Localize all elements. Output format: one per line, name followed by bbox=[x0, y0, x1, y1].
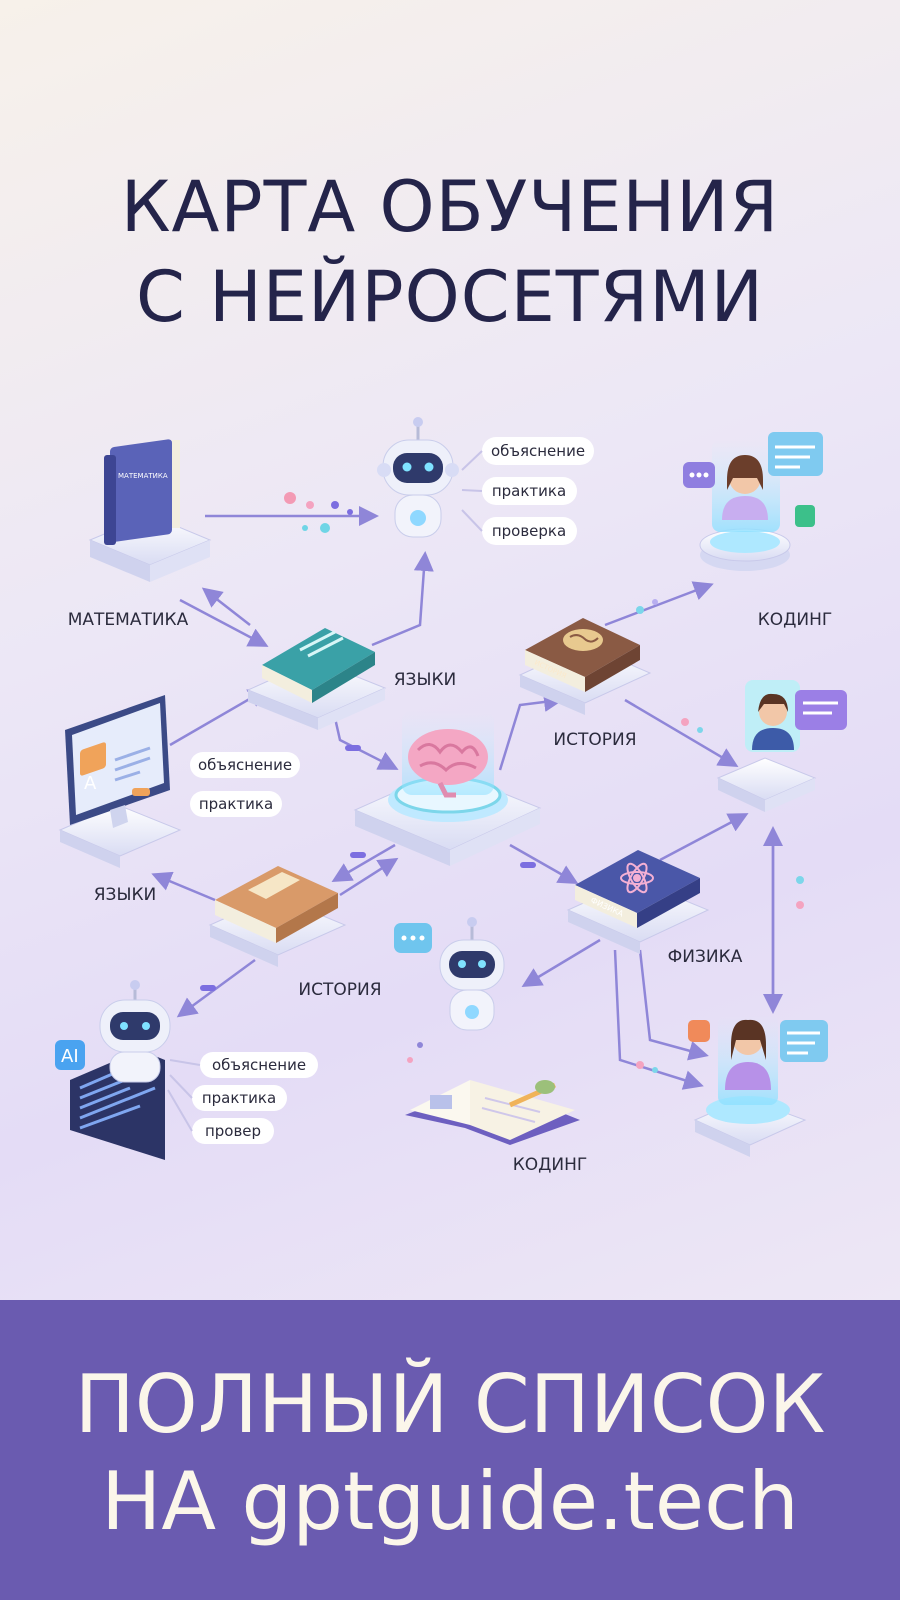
pill-explanation: объяснение bbox=[491, 442, 585, 460]
book-icon bbox=[262, 628, 375, 703]
languages-book-node bbox=[246, 628, 387, 730]
footer-line-1: ПОЛНЫЙ СПИСОК bbox=[74, 1358, 826, 1451]
letter-a: A bbox=[84, 773, 97, 794]
label-languages-book: ЯЗЫКИ bbox=[394, 670, 457, 690]
robot-icon bbox=[377, 417, 459, 538]
person-avatar-icon bbox=[725, 1019, 771, 1090]
monitor-icon: A bbox=[65, 695, 170, 828]
label-coding-bottom: КОДИНГ bbox=[513, 1155, 588, 1175]
mic-icon bbox=[795, 505, 815, 527]
robot-bottom-center bbox=[394, 917, 505, 1031]
person-avatar-icon bbox=[752, 693, 794, 750]
languages-monitor-node: A bbox=[58, 695, 182, 868]
brain-icon bbox=[408, 729, 488, 798]
chat-bubble-icon bbox=[795, 690, 847, 730]
chat-bubble-icon bbox=[394, 923, 432, 953]
ai-robot-node: AI bbox=[55, 980, 171, 1160]
pill-practice: практика bbox=[492, 482, 566, 500]
avatar-bottom-right-node bbox=[688, 1015, 828, 1157]
arrow-languages-to-brain bbox=[333, 717, 399, 770]
coding-bottom-node bbox=[405, 1080, 580, 1145]
title-line-1: КАРТА ОБУЧЕНИЯ bbox=[120, 166, 780, 248]
math-book-spine: МАТЕМАТИКА bbox=[118, 472, 168, 480]
pill-check: провер bbox=[205, 1122, 261, 1140]
title-line-2: С НЕЙРОСЕТЯМИ bbox=[136, 256, 764, 338]
arrow-history-to-avatar bbox=[624, 698, 739, 768]
pill-practice: практика bbox=[199, 795, 273, 813]
robot-icon bbox=[439, 917, 505, 1031]
ai-badge-icon bbox=[55, 1040, 85, 1070]
history-globe-node: ИСТОРИЯ bbox=[518, 618, 652, 715]
decorative-dots bbox=[200, 492, 804, 1073]
learning-map-diagram: МАТЕМАТИКА МАТЕМАТИКА объяснение практик… bbox=[55, 417, 847, 1175]
arrow-physics-to-bottom-avatar-2 bbox=[638, 949, 709, 1061]
arrow-brain-to-physics bbox=[509, 843, 579, 884]
atom-icon bbox=[620, 862, 654, 894]
ai-badge-text: AI bbox=[61, 1046, 79, 1067]
pill-check: проверка bbox=[492, 522, 566, 540]
pill-explanation: объяснение bbox=[198, 756, 292, 774]
code-icon bbox=[688, 1020, 710, 1042]
arrow-languages-to-math bbox=[201, 587, 251, 626]
footer-banner bbox=[0, 1300, 900, 1600]
avatar-right-node bbox=[716, 680, 847, 812]
globe-icon bbox=[563, 629, 603, 651]
chat-bubble-icon bbox=[780, 1020, 828, 1062]
label-history-globe: ИСТОРИЯ bbox=[553, 730, 636, 750]
physics-book-node: ФИЗИКА bbox=[566, 850, 710, 954]
brain-hub-node bbox=[353, 710, 542, 866]
robot-icon bbox=[99, 980, 171, 1083]
arrow-history-book-to-brain bbox=[339, 857, 399, 897]
robot-top-pills: объяснение практика проверка bbox=[461, 437, 594, 545]
label-history-book: ИСТОРИЯ bbox=[298, 980, 381, 1000]
arrow-history-book-to-monitor bbox=[151, 871, 216, 902]
arrow-physics-to-robot bbox=[521, 938, 601, 988]
footer-line-2[interactable]: НА gptguide.tech bbox=[101, 1455, 799, 1548]
pill-practice: практика bbox=[202, 1089, 276, 1107]
history-book-node bbox=[208, 866, 347, 967]
monitor-pills: объяснение практика bbox=[190, 752, 300, 817]
person-avatar-icon bbox=[722, 455, 768, 520]
arrow-languages-to-robot bbox=[371, 551, 434, 647]
coding-top-node bbox=[683, 432, 823, 571]
arrow-physics-to-avatar bbox=[659, 813, 749, 862]
chat-bubble-icon bbox=[768, 432, 823, 476]
arrow-math-to-languages bbox=[179, 598, 269, 647]
label-math: МАТЕМАТИКА bbox=[68, 610, 189, 630]
label-coding-top: КОДИНГ bbox=[758, 610, 833, 630]
pill-explanation: объяснение bbox=[212, 1056, 306, 1074]
book-icon bbox=[104, 439, 180, 545]
arrow-physics-to-bottom-avatar bbox=[613, 949, 704, 1090]
arrow-brain-to-history bbox=[498, 692, 564, 771]
arrow-history-to-coding bbox=[604, 581, 714, 627]
label-languages-monitor: ЯЗЫКИ bbox=[94, 885, 157, 905]
label-physics: ФИЗИКА bbox=[668, 947, 743, 967]
book-icon bbox=[215, 866, 338, 943]
arrow-brain-to-history-book bbox=[331, 843, 396, 883]
ai-robot-pills: объяснение практика провер bbox=[167, 1052, 318, 1144]
robot-top bbox=[377, 417, 459, 538]
arrow-history-book-to-ai bbox=[176, 958, 256, 1018]
open-book-icon bbox=[405, 1080, 580, 1145]
math-book-node: МАТЕМАТИКА bbox=[88, 439, 212, 582]
connection-arrows bbox=[151, 506, 783, 1090]
